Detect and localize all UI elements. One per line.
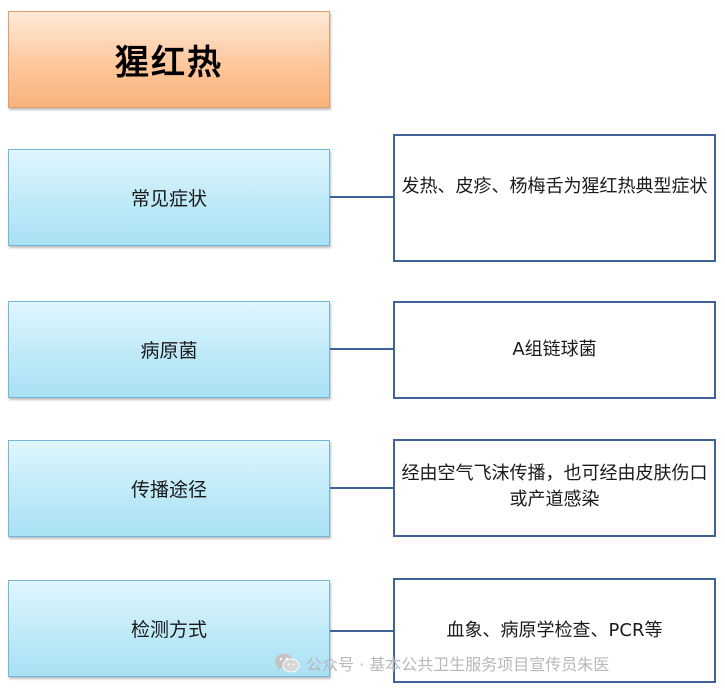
category-label: 传播途径 (130, 479, 207, 501)
connector-line (330, 196, 393, 198)
title-box: 猩红热 (8, 11, 330, 108)
category-box-detection: 检测方式 (8, 580, 330, 677)
description-text: 发热、皮疹、杨梅舌为猩红热典型症状 (401, 176, 708, 197)
category-box-pathogen: 病原菌 (8, 301, 330, 398)
description-box-symptoms: 发热、皮疹、杨梅舌为猩红热典型症状 (393, 134, 716, 262)
watermark-text: 公众号 · 基本公共卫生服务项目宣传员朱医 (306, 655, 610, 674)
description-text: 血象、病原学检查、PCR等 (446, 619, 663, 641)
category-label: 检测方式 (130, 619, 207, 641)
connector-line (330, 348, 393, 350)
category-label: 常见症状 (130, 188, 207, 210)
category-label: 病原菌 (140, 340, 198, 362)
title-text: 猩红热 (115, 43, 223, 83)
description-box-pathogen: A组链球菌 (393, 301, 716, 399)
description-text: A组链球菌 (512, 339, 597, 360)
watermark: 公众号 · 基本公共卫生服务项目宣传员朱医 (274, 651, 609, 675)
wechat-icon (275, 653, 300, 673)
category-box-symptoms: 常见症状 (8, 149, 330, 246)
description-box-detection: 血象、病原学检查、PCR等 (393, 578, 716, 683)
description-text: 经由空气飞沫传播，也可经由皮肤伤口或产道感染 (401, 463, 708, 510)
connector-line (330, 630, 393, 632)
description-box-transmission: 经由空气飞沫传播，也可经由皮肤伤口或产道感染 (393, 439, 716, 537)
category-box-transmission: 传播途径 (8, 440, 330, 537)
connector-line (330, 487, 393, 489)
